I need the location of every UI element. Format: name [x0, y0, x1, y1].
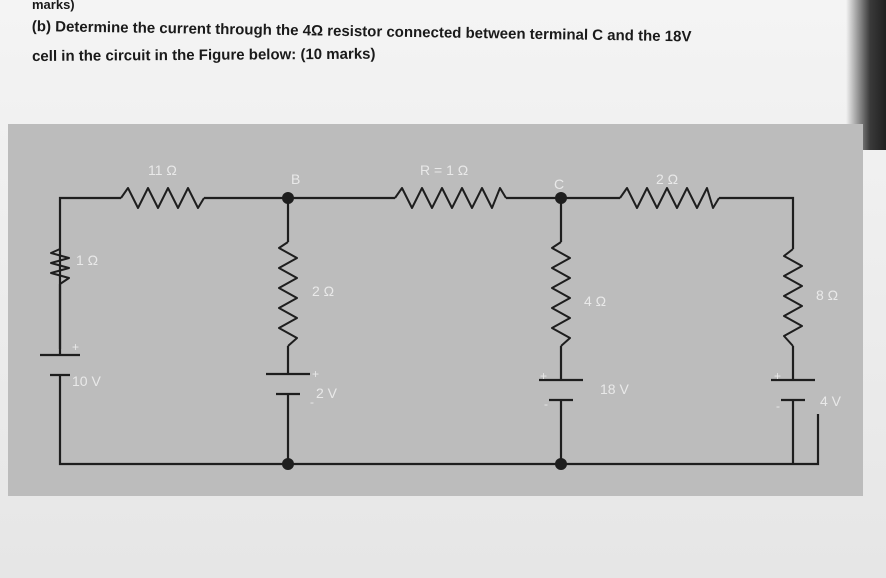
label-node-c: C: [554, 176, 564, 192]
resistor-1-ohm-left: [50, 248, 70, 285]
label-node-b: B: [291, 171, 300, 187]
node-b-dot: [282, 192, 294, 204]
label-11-ohm: 11 Ω: [148, 162, 177, 178]
question-line-2: cell in the circuit in the Figure below:…: [32, 45, 376, 65]
resistor-11-ohm: [120, 187, 205, 209]
label-4-ohm: 4 Ω: [584, 293, 606, 309]
minus-sign-2v: -: [310, 395, 314, 409]
node-c-dot: [555, 192, 567, 204]
marks-fragment: marks): [32, 0, 75, 12]
label-2-ohm-top: 2 Ω: [656, 171, 678, 187]
resistor-1-ohm-top: [394, 187, 507, 209]
plus-sign-2v: +: [312, 367, 319, 381]
wire-left-top: [58, 196, 121, 349]
label-2-ohm-b: 2 Ω: [312, 283, 334, 299]
label-1-ohm-left: 1 Ω: [76, 252, 98, 268]
node-bottom-b-dot: [282, 458, 294, 470]
label-r-1-ohm: R = 1 Ω: [420, 162, 468, 178]
label-10v: 10 V: [72, 373, 101, 389]
node-bottom-c-dot: [555, 458, 567, 470]
label-4v: 4 V: [820, 393, 842, 409]
label-2v: 2 V: [316, 385, 338, 401]
resistor-8-ohm: [783, 248, 803, 347]
circuit-figure: 11 Ω B R = 1 Ω C 2 Ω 1 Ω 2 Ω 4 Ω 8 Ω 10 …: [8, 124, 863, 496]
wire-bottom: [58, 375, 820, 466]
minus-sign-4v: -: [776, 399, 780, 413]
label-18v: 18 V: [600, 381, 629, 397]
minus-sign-18v: -: [544, 397, 548, 411]
resistor-2-ohm-b: [278, 241, 298, 347]
plus-sign-4v: +: [774, 369, 781, 383]
circuit-diagram: 11 Ω B R = 1 Ω C 2 Ω 1 Ω 2 Ω 4 Ω 8 Ω 10 …: [40, 162, 842, 470]
label-8-ohm: 8 Ω: [816, 287, 838, 303]
resistor-2-ohm-top: [619, 187, 720, 209]
resistor-4-ohm-c: [551, 241, 571, 347]
plus-sign-18v: +: [540, 369, 547, 383]
wire-right-top: [719, 196, 795, 249]
plus-sign-10v: +: [72, 340, 79, 354]
